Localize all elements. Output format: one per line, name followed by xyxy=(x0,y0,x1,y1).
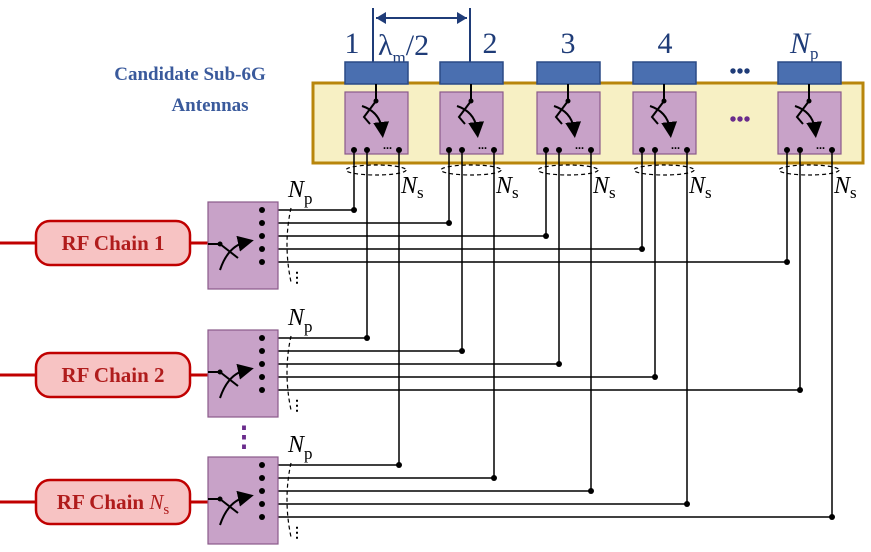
rf-chains-group: RF Chain 1 Np ⋮ RF Chain 2 Np ⋮ RF Chain Ns Np ⋮ xyxy=(0,177,313,545)
antenna-label-1: 1 xyxy=(345,27,360,60)
ns-label: Ns xyxy=(833,173,857,202)
antenna-label-np: Np xyxy=(789,27,819,63)
antenna-element xyxy=(632,61,697,85)
rf-vertical-dots: ⋮ xyxy=(230,422,258,453)
wiring-group xyxy=(262,150,835,520)
antenna-element xyxy=(536,61,601,85)
ns-label: Ns xyxy=(688,173,712,202)
svg-text:...: ... xyxy=(478,138,487,152)
svg-text:...: ... xyxy=(671,138,680,152)
svg-text:...: ... xyxy=(816,138,825,152)
rf-chain-label: RF Chain 1 xyxy=(61,231,164,255)
rf-chain-box xyxy=(34,478,192,526)
antenna-label-2: 2 xyxy=(483,27,498,60)
np-label: Np xyxy=(287,177,313,208)
rf-chain-box xyxy=(34,219,192,267)
antenna-dots: ••• xyxy=(729,61,750,83)
antenna-group: ... Ns... Ns... Ns... Ns... Ns xyxy=(344,61,857,202)
ns-label: Ns xyxy=(495,173,519,202)
ns-label: Ns xyxy=(400,173,424,202)
np-label: Np xyxy=(287,305,313,336)
np-label: Np xyxy=(287,432,313,463)
panel-title-line1: Candidate Sub-6G xyxy=(114,64,266,85)
switch-dots: ••• xyxy=(729,109,750,131)
spacing-indicator: λm/2 xyxy=(372,8,471,67)
antenna-element xyxy=(439,61,504,85)
svg-text:...: ... xyxy=(575,138,584,152)
antenna-label-4: 4 xyxy=(658,27,673,60)
antenna-element xyxy=(344,61,409,85)
svg-text:⋮: ⋮ xyxy=(290,526,304,541)
antenna-element xyxy=(777,61,842,85)
ns-label: Ns xyxy=(592,173,616,202)
rf-chain-box xyxy=(34,351,192,399)
svg-text:...: ... xyxy=(383,138,392,152)
svg-text:⋮: ⋮ xyxy=(290,271,304,286)
antenna-label-3: 3 xyxy=(561,27,576,60)
rf-chain-label: RF Chain Ns xyxy=(57,490,170,518)
panel-title-line2: Antennas xyxy=(171,95,248,116)
svg-text:⋮: ⋮ xyxy=(290,399,304,414)
rf-chain-label: RF Chain 2 xyxy=(61,363,164,387)
